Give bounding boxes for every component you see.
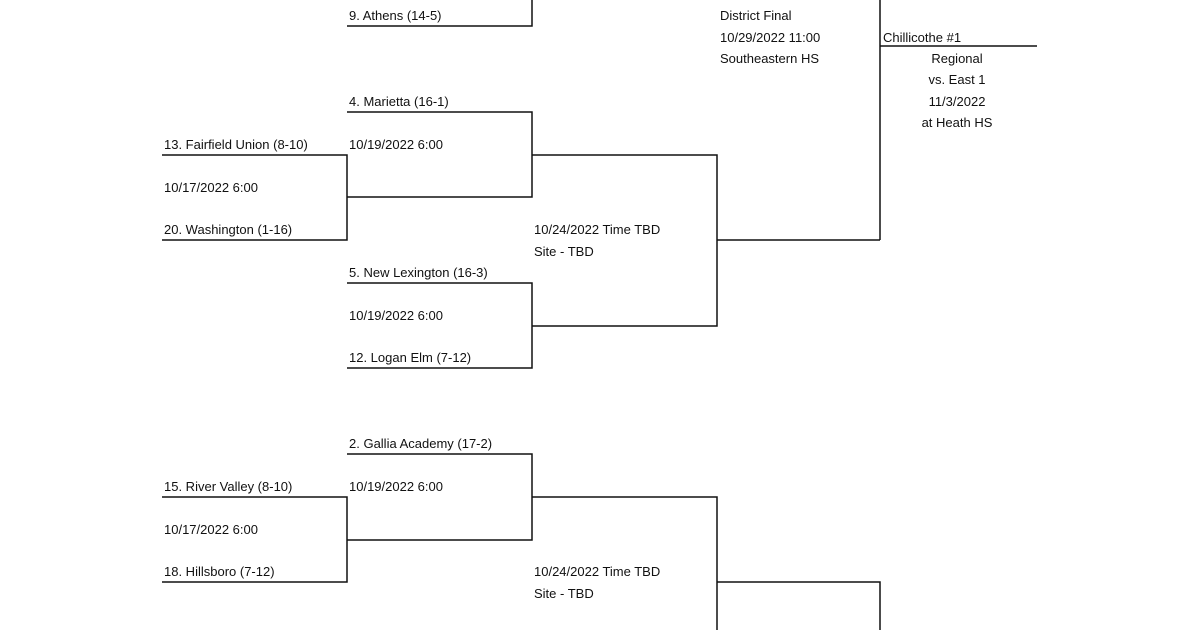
- semifinal-datetime: 10/24/2022 Time TBD: [534, 564, 661, 579]
- bracket-line: [347, 0, 533, 27]
- district-final-title: District Final: [720, 8, 792, 23]
- game-datetime: 10/17/2022 6:00: [164, 522, 258, 537]
- team-marietta: 4. Marietta (16-1): [349, 94, 449, 109]
- team-river-valley: 15. River Valley (8-10): [164, 479, 293, 494]
- district-final-site: Southeastern HS: [720, 51, 820, 66]
- semifinal-datetime: 10/24/2022 Time TBD: [534, 222, 661, 237]
- bracket-line: [347, 111, 533, 198]
- team-athens: 9. Athens (14-5): [349, 8, 442, 23]
- game-datetime: 10/19/2022 6:00: [349, 137, 443, 152]
- game-datetime: 10/17/2022 6:00: [164, 180, 258, 195]
- team-new-lexington: 5. New Lexington (16-3): [349, 265, 488, 280]
- bracket-line: [717, 581, 881, 630]
- team-washington: 20. Washington (1-16): [164, 222, 293, 237]
- district-final-datetime: 10/29/2022 11:00: [720, 30, 821, 45]
- regional-date: 11/3/2022: [928, 94, 986, 109]
- game-datetime: 10/19/2022 6:00: [349, 308, 443, 323]
- team-hillsboro: 18. Hillsboro (7-12): [164, 564, 275, 579]
- game-datetime: 10/19/2022 6:00: [349, 479, 443, 494]
- district-winner-slot: Chillicothe #1: [883, 30, 962, 45]
- semifinal-site: Site - TBD: [534, 586, 594, 601]
- semifinal-site: Site - TBD: [534, 244, 594, 259]
- regional-opponent: vs. East 1: [928, 72, 986, 87]
- bracket-line: [347, 453, 533, 541]
- team-gallia-academy: 2. Gallia Academy (17-2): [349, 436, 493, 451]
- regional-site: at Heath HS: [921, 115, 993, 130]
- team-fairfield-union: 13. Fairfield Union (8-10): [164, 137, 308, 152]
- regional-title: Regional: [931, 51, 983, 66]
- bracket-line: [532, 154, 718, 327]
- bracket-line: [532, 496, 718, 630]
- team-logan-elm: 12. Logan Elm (7-12): [349, 350, 472, 365]
